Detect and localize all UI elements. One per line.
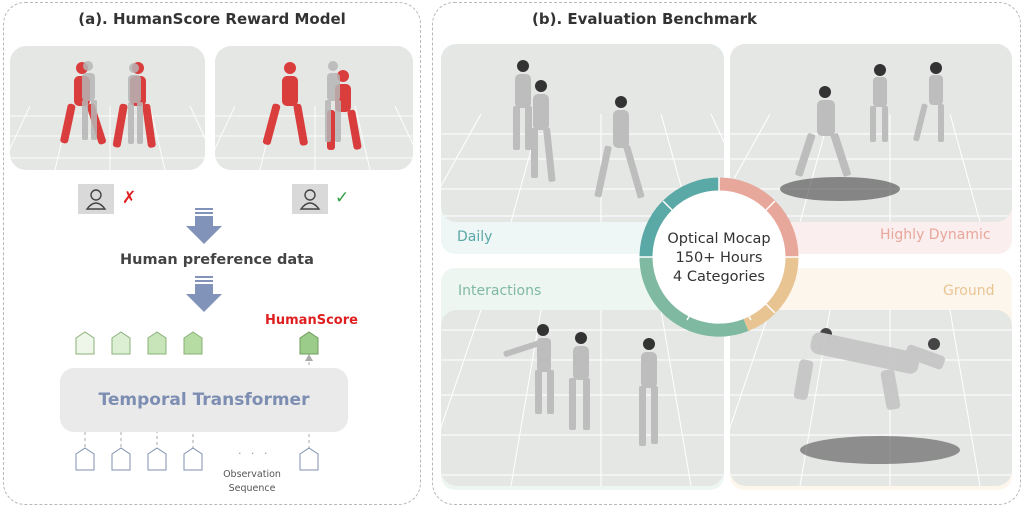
accept-mark: ✓ — [335, 188, 350, 208]
robot-motion-image — [441, 60, 724, 222]
annotator-avatar-reject — [78, 184, 114, 214]
summary-line-categories: 4 Categories — [673, 269, 765, 285]
benchmark-panel-title: (b). Evaluation Benchmark — [532, 10, 757, 28]
observation-token — [111, 447, 131, 471]
user-icon — [85, 189, 107, 210]
category-label-daily: Daily — [457, 229, 493, 245]
ring-segment-interactions — [639, 256, 749, 337]
scene-interactions — [441, 310, 724, 486]
humanscore-panel-title: (a). HumanScore Reward Model — [78, 10, 346, 28]
scene-ground — [730, 310, 1012, 486]
observation-token — [75, 447, 95, 471]
robot-motion-image — [10, 61, 205, 170]
reject-mark: ✗ — [122, 188, 137, 208]
output-token — [75, 331, 95, 355]
humanscore-label: HumanScore — [265, 313, 358, 328]
robot-motion-image — [215, 61, 413, 170]
output-token — [147, 331, 167, 355]
category-label-interactions: Interactions — [458, 283, 542, 299]
observation-token — [299, 447, 319, 471]
benchmark-summary: Optical Mocap 150+ Hours 4 Categories — [659, 230, 779, 287]
summary-line-hours: 150+ Hours — [675, 250, 763, 266]
robot-motion-image — [730, 62, 1012, 222]
down-arrow-icon — [186, 276, 222, 312]
scene-highly-dynamic — [730, 44, 1012, 222]
observation-label-line1: Observation — [223, 469, 281, 480]
ring-segment-ground — [743, 256, 799, 332]
temporal-transformer-block: Temporal Transformer — [60, 368, 348, 432]
benchmark-ring — [639, 177, 799, 337]
humanscore-token — [299, 331, 319, 355]
summary-line-source: Optical Mocap — [667, 231, 771, 247]
down-arrow-icon — [186, 208, 222, 244]
observation-tokens — [75, 447, 319, 471]
observation-token — [147, 447, 167, 471]
motion-clip-rejected — [10, 46, 205, 170]
category-label-highly-dynamic: Highly Dynamic — [880, 227, 991, 243]
category-label-ground: Ground — [943, 283, 995, 299]
observation-sequence-label: Observation Sequence — [214, 468, 290, 496]
annotator-avatar-accept — [292, 184, 328, 214]
ellipsis: . . . — [238, 444, 271, 457]
preference-data-label: Human preference data — [120, 252, 314, 268]
observation-token — [183, 447, 203, 471]
robot-motion-image — [441, 310, 724, 486]
robot-motion-image — [730, 310, 1012, 486]
motion-clip-accepted — [215, 46, 413, 170]
observation-label-line2: Sequence — [228, 483, 276, 494]
user-icon — [299, 189, 321, 210]
output-tokens — [75, 331, 319, 355]
output-token — [111, 331, 131, 355]
output-token — [183, 331, 203, 355]
